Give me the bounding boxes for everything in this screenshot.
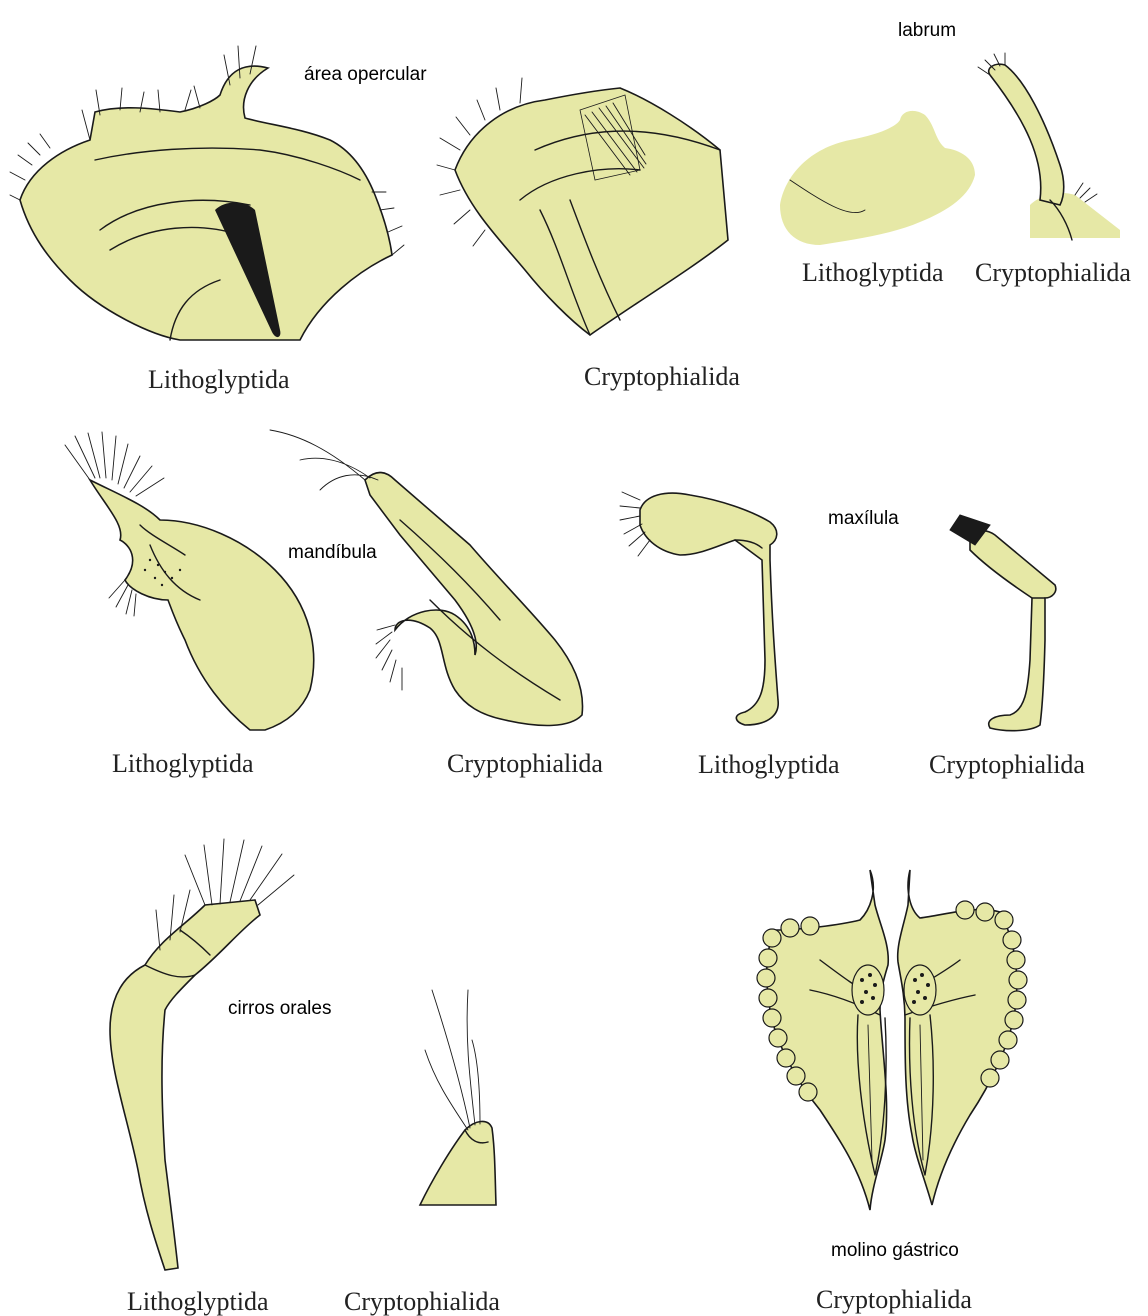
opercular-cryptophialida-drawing — [437, 78, 728, 335]
label-gastric-mill-cryptophialida: Cryptophialida — [816, 1285, 972, 1314]
label-labrum-lithoglyptida: Lithoglyptida — [802, 258, 944, 287]
opercular-lithoglyptida-drawing — [10, 46, 404, 340]
label-oral-cirri-lithoglyptida: Lithoglyptida — [127, 1287, 269, 1316]
oral-cirri-lithoglyptida-drawing — [110, 839, 294, 1270]
label-labrum: labrum — [898, 20, 956, 41]
label-labrum-cryptophialida: Cryptophialida — [975, 258, 1131, 287]
label-oral-cirri-cryptophialida: Cryptophialida — [344, 1287, 500, 1316]
mandible-lithoglyptida-drawing — [65, 432, 314, 730]
label-mandible-cryptophialida: Cryptophialida — [447, 749, 603, 778]
label-maxillule-cryptophialida: Cryptophialida — [929, 750, 1085, 779]
gastric-mill-cryptophialida-drawing — [757, 870, 1027, 1210]
labrum-cryptophialida-drawing — [978, 53, 1120, 240]
oral-cirri-cryptophialida-drawing — [420, 990, 496, 1205]
label-mandible-lithoglyptida: Lithoglyptida — [112, 749, 254, 778]
mandible-cryptophialida-drawing — [270, 430, 583, 725]
labrum-lithoglyptida-drawing — [780, 111, 975, 245]
label-mandible: mandíbula — [288, 542, 377, 563]
label-opercular-cryptophialida: Cryptophialida — [584, 362, 740, 391]
label-gastric-mill: molino gástrico — [831, 1240, 959, 1261]
maxillule-cryptophialida-drawing — [950, 515, 1056, 731]
label-maxillule-lithoglyptida: Lithoglyptida — [698, 750, 840, 779]
label-maxillule: maxílula — [828, 508, 899, 529]
label-opercular-lithoglyptida: Lithoglyptida — [148, 365, 290, 394]
label-oral-cirri: cirros orales — [228, 998, 331, 1019]
label-opercular-area: área opercular — [304, 64, 427, 85]
maxillule-lithoglyptida-drawing — [620, 492, 778, 725]
